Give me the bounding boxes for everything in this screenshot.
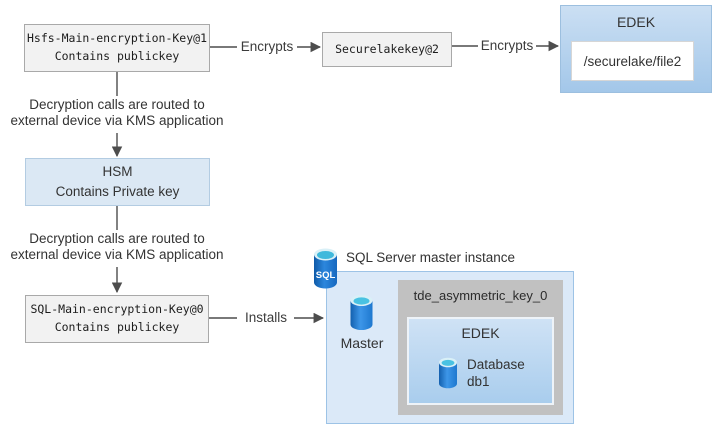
installs-label: Installs [244, 310, 288, 325]
master-label: Master [340, 335, 384, 351]
hdfs-key-contents: Contains publickey [54, 49, 180, 63]
kms-note-2-line2: external device via KMS application [10, 247, 224, 263]
securelake-file-path: /securelake/file2 [571, 41, 694, 81]
securelake-key-name: Securelakekey@2 [335, 41, 439, 56]
sql-server-icon: SQL [314, 248, 337, 289]
kms-note-1-line1: Decryption calls are routed to [29, 97, 205, 112]
edek-database-title: EDEK [461, 325, 500, 341]
hsm-box: HSM Contains Private key [25, 158, 210, 206]
sql-key-name: SQL-Main-encryption-Key@0 [30, 302, 204, 317]
encrypts-label-1: Encrypts [240, 39, 294, 54]
hsm-title: HSM [102, 164, 133, 180]
database-db1-caption: Database db1 [467, 357, 525, 391]
kms-routing-note-1: Decryption calls are routed to external … [2, 97, 232, 130]
sql-main-encryption-key-box: SQL-Main-encryption-Key@0 Contains publi… [25, 295, 209, 343]
securelake-key-box: Securelakekey@2 [322, 32, 452, 67]
hdfs-main-encryption-key-box: Hsfs-Main-encryption-Key@1 Contains publ… [24, 24, 210, 72]
kms-note-1-line2: external device via KMS application [10, 113, 224, 129]
edek-file-title: EDEK [616, 14, 656, 30]
edek-file-box: EDEK /securelake/file2 [560, 5, 712, 93]
kms-routing-note-2: Decryption calls are routed to external … [2, 231, 232, 264]
database-caption-line2: db1 [467, 373, 490, 389]
database-db1-icon [439, 357, 457, 389]
kms-note-2-line1: Decryption calls are routed to [29, 231, 205, 246]
encrypts-label-2: Encrypts [480, 38, 534, 53]
sql-icon-text: SQL [316, 270, 336, 281]
hsm-contents: Contains Private key [55, 184, 180, 199]
tde-asymmetric-key-box: tde_asymmetric_key_0 EDEK Database db1 [398, 280, 563, 415]
sql-key-contents: Contains publickey [54, 320, 180, 334]
master-database-icon [350, 295, 373, 330]
database-caption-line1: Database [467, 357, 525, 372]
hdfs-key-name: Hsfs-Main-encryption-Key@1 [26, 31, 207, 46]
tde-key-title: tde_asymmetric_key_0 [413, 288, 548, 303]
sql-instance-title: SQL Server master instance [346, 250, 516, 265]
edek-database-box: EDEK Database db1 [407, 317, 554, 405]
